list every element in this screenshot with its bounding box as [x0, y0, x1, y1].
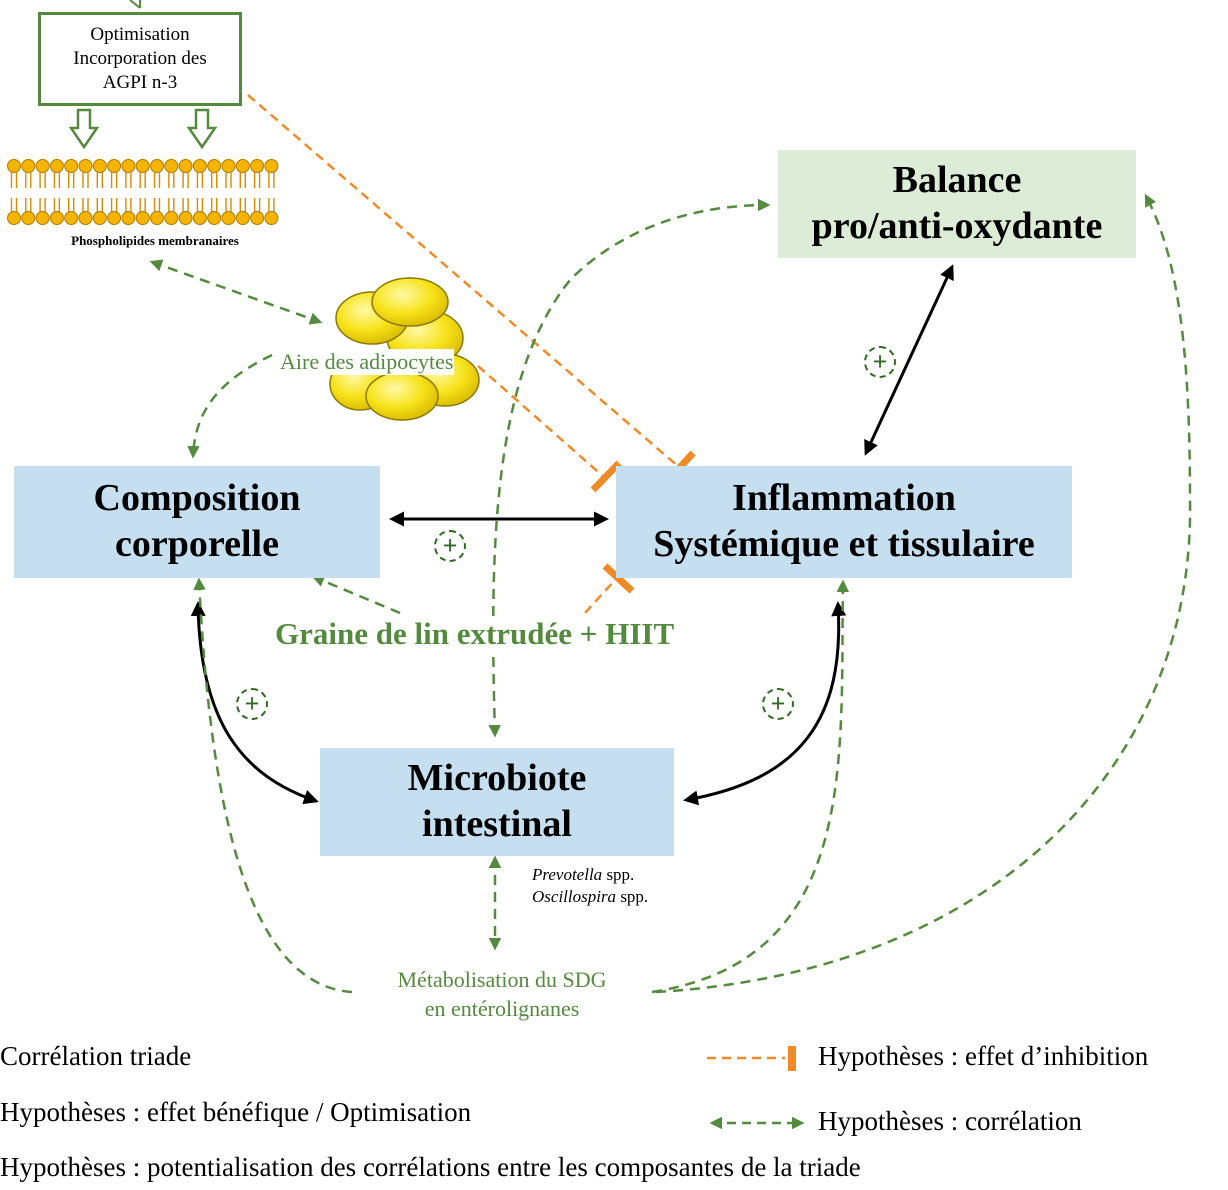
balance-line-1: Balance — [892, 159, 1022, 202]
phospholipid-membrane — [7, 159, 279, 225]
phospholipid-head — [178, 159, 193, 173]
triad-correlation-arrows — [190, 264, 954, 806]
inflammation-box: Inflammation Systémique et tissulaire — [616, 466, 1072, 578]
phospholipid-head — [35, 159, 50, 173]
legend-benefit: Hypothèses : effet bénéfique / Optimisat… — [0, 1097, 472, 1127]
phospholipid-head — [92, 211, 107, 225]
bacteria-list: Prevotella spp. Oscillospira spp. — [532, 864, 648, 908]
phospholipid-tails — [268, 172, 275, 212]
phospholipid-head — [150, 159, 164, 173]
legend-correlation: Hypothèses : corrélation — [818, 1106, 1082, 1136]
legend-inhibition: Hypothèses : effet d’inhibition — [818, 1041, 1149, 1071]
phospholipid-head — [235, 211, 250, 225]
phospholipid-head — [178, 211, 193, 225]
phospholipid-tails — [239, 172, 246, 212]
composition-line-1: Composition — [93, 477, 301, 520]
balance-line-2: pro/anti-oxydante — [811, 205, 1103, 247]
inflammation-line-1: Inflammation — [732, 477, 956, 520]
phospholipid-tails — [25, 172, 32, 212]
phospholipid-head — [92, 159, 107, 173]
bacteria-oscillospira: Oscillospira spp. — [532, 887, 649, 907]
composition-box: Composition corporelle — [14, 466, 380, 578]
phospholipid-head — [107, 159, 122, 173]
phospholipid-head — [7, 211, 21, 225]
microbiote-line-1: Microbiote — [407, 757, 587, 800]
balance-box: Balance pro/anti-oxydante — [778, 150, 1136, 258]
sdg-line-2: en entérolignanes — [424, 995, 580, 1021]
phospholipid-head — [250, 211, 265, 225]
phospholipid-head — [135, 159, 150, 173]
optimisation-down-arrows — [68, 108, 218, 150]
phospholipid-head — [121, 211, 136, 225]
composition-line-2: corporelle — [115, 523, 279, 565]
legend-potentiation: Hypothèses : potentialisation des corrél… — [0, 1152, 861, 1182]
phospholipid-head — [21, 211, 36, 225]
sdg-label: Métabolisation du SDG en entérolignanes — [352, 966, 652, 1024]
optimisation-box: Optimisation Incorporation des AGPI n-3 — [38, 12, 242, 106]
plus-sign-inflammation-microbiote: + — [762, 688, 794, 720]
phospholipid-head — [221, 211, 236, 225]
phospholipid-head — [35, 211, 50, 225]
optimisation-line-3: AGPI n-3 — [102, 71, 178, 93]
phospholipid-tails — [153, 172, 161, 212]
phospholipid-head — [78, 211, 93, 225]
phospholipid-head — [250, 159, 265, 173]
inflammation-line-2: Systémique et tissulaire — [653, 523, 1035, 565]
phospholipid-head — [49, 159, 64, 173]
phospholipid-head — [78, 159, 93, 173]
phospholipid-tails — [110, 172, 118, 212]
phospholipid-head — [207, 211, 222, 225]
phospholipid-head — [235, 159, 250, 173]
optimisation-line-1: Optimisation — [90, 24, 190, 46]
sdg-line-1: Métabolisation du SDG — [397, 967, 607, 992]
phospholipid-head — [192, 159, 207, 173]
phospholipid-head — [192, 211, 207, 225]
adipocytes-label: Aire des adipocytes — [280, 349, 454, 375]
microbiote-box: Microbiote intestinal — [320, 748, 674, 856]
phospholipid-head — [221, 159, 236, 173]
phospholipid-tails — [96, 172, 103, 212]
bacteria-prevotella: Prevotella spp. — [532, 865, 635, 884]
legend-triad: Corrélation triade — [0, 1041, 192, 1071]
plus-sign-composition-inflammation: + — [434, 530, 466, 562]
phospholipid-head — [21, 159, 36, 173]
phospholipid-head — [121, 159, 136, 173]
phospholipid-head — [264, 159, 279, 173]
phospholipid-tails — [68, 172, 75, 212]
legend-inhibition-marker — [707, 1046, 796, 1071]
phospholipid-head — [164, 159, 179, 173]
phospholipid-head — [207, 159, 222, 173]
intervention-label: Graine de lin extrudée + HIIT — [272, 616, 678, 652]
plus-sign-composition-microbiote: + — [236, 688, 268, 720]
phospholipid-tails — [82, 172, 89, 212]
phospholipid-tails — [125, 172, 132, 212]
phospholipid-head — [135, 211, 150, 225]
phospholipid-head — [164, 211, 179, 225]
plus-sign-balance: + — [864, 346, 896, 378]
phospholipid-tails — [53, 172, 61, 212]
phospholipid-tails — [211, 172, 218, 212]
phospholipid-head — [64, 211, 79, 225]
phospholipid-head — [7, 159, 21, 173]
phospholipid-head — [150, 211, 164, 225]
phospholipid-tails — [10, 172, 18, 212]
top-connector-line — [129, 0, 141, 9]
phospholipids-label: Phospholipides membranaires — [71, 233, 239, 248]
phospholipid-tails — [253, 172, 261, 212]
phospholipid-tails — [139, 172, 146, 212]
phospholipid-head — [107, 211, 122, 225]
phospholipid-tails — [39, 172, 46, 212]
phospholipid-head — [49, 211, 64, 225]
phospholipid-tails — [168, 172, 175, 212]
microbiote-line-2: intestinal — [422, 803, 572, 845]
phospholipid-tails — [225, 172, 232, 212]
correlation-arrows — [149, 193, 1192, 994]
phospholipid-tails — [182, 172, 189, 212]
optimisation-line-2: Incorporation des — [73, 48, 207, 70]
phospholipid-head — [264, 211, 279, 225]
phospholipid-tails — [196, 172, 204, 212]
phospholipid-head — [64, 159, 79, 173]
